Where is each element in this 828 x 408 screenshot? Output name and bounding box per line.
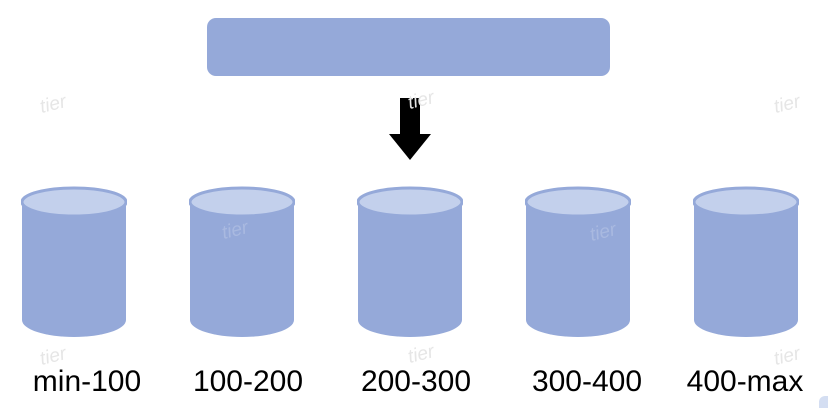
source-table-box <box>207 18 610 76</box>
partition-label-3: 200-300 <box>360 365 472 398</box>
partition-cylinder-3 <box>357 186 463 337</box>
partition-label-2: 100-200 <box>192 365 304 398</box>
corner-decoration <box>819 396 828 408</box>
watermark-text: tier <box>771 91 803 118</box>
partition-label-1: min-100 <box>32 365 142 398</box>
partition-label-5: 400-max <box>686 365 804 398</box>
watermark-text: tier <box>37 91 69 118</box>
partition-cylinder-4 <box>525 186 631 337</box>
down-arrow-icon <box>389 98 431 160</box>
partition-cylinder-5 <box>693 186 799 337</box>
watermark-text: tier <box>405 87 437 114</box>
partition-cylinder-2 <box>189 186 295 337</box>
partition-cylinder-1 <box>21 186 127 337</box>
partition-label-4: 300-400 <box>531 365 643 398</box>
